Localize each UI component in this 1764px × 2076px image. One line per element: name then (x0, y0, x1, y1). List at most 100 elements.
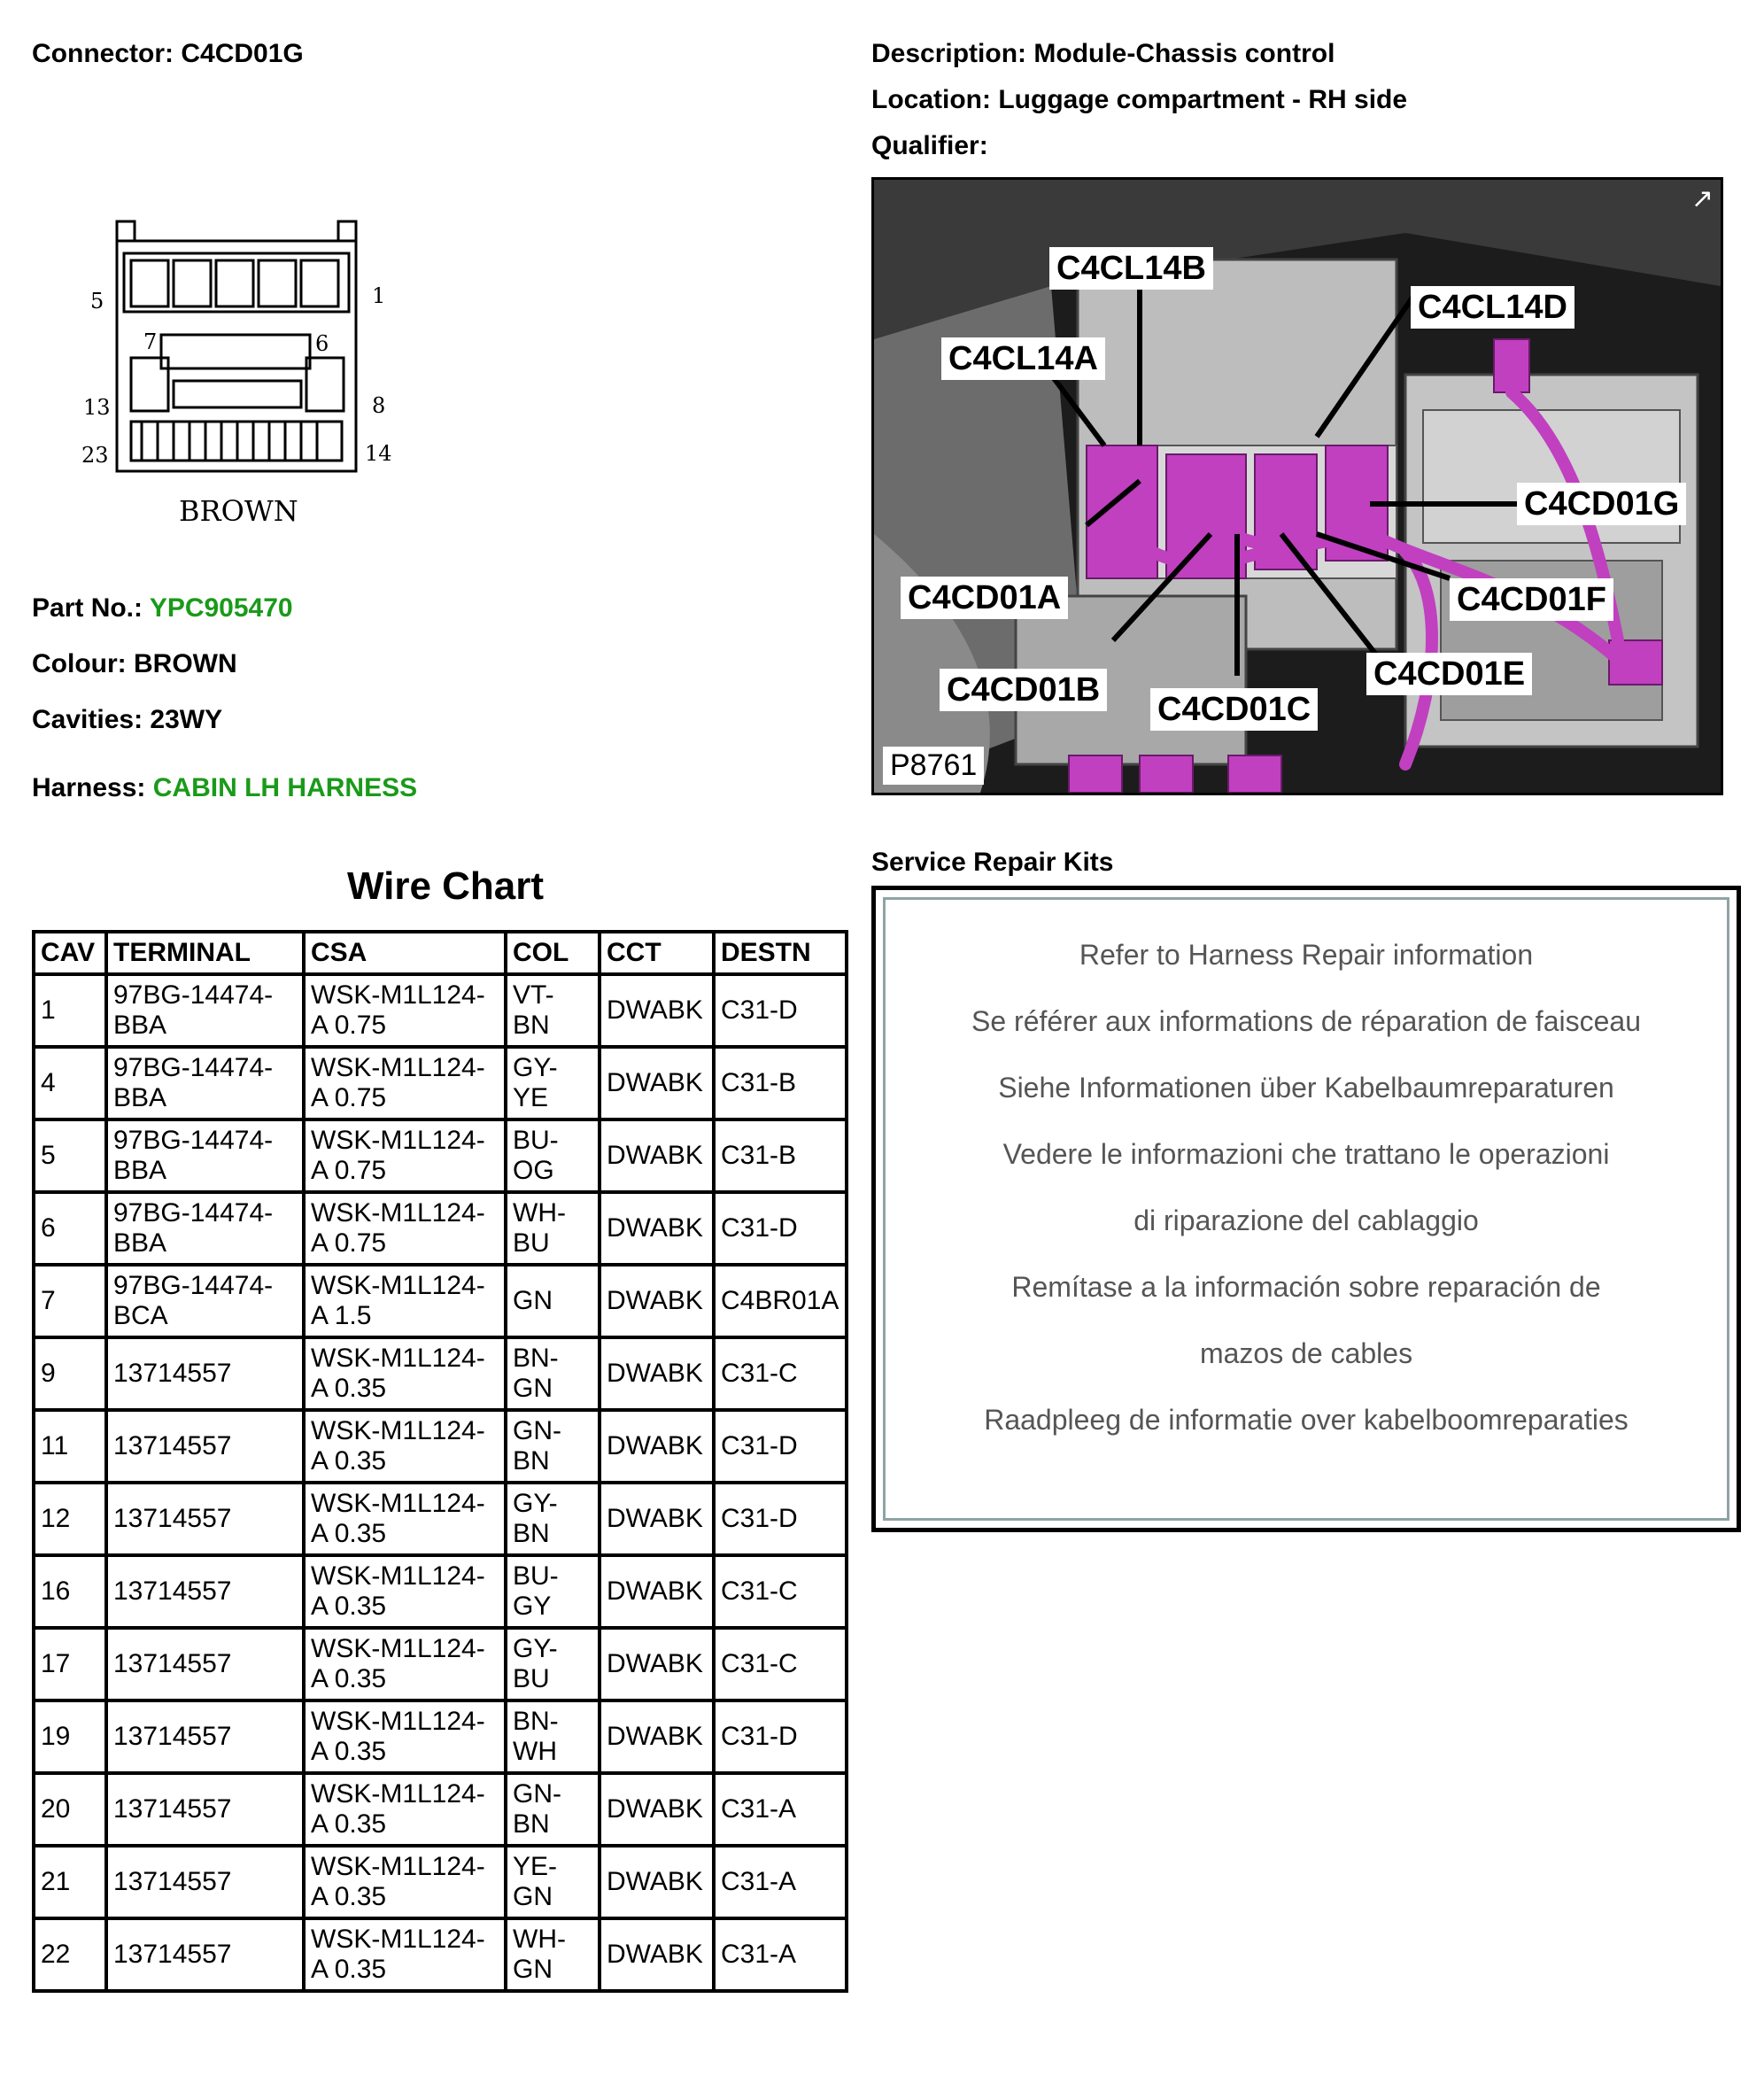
pin-label-6: 6 (315, 331, 329, 356)
cell-cct: DWABK (598, 1263, 716, 1339)
cell-col: WH- GN (504, 1917, 601, 1993)
repair-line-es-1: Remítase a la información sobre reparaci… (1011, 1271, 1601, 1303)
header-cct: CCT (598, 930, 716, 976)
callout-c4cd01e: C4CD01E (1366, 653, 1533, 695)
cell-csa: WSK-M1L124- A 0.75 (302, 1190, 507, 1267)
cell-terminal: 13714557 (104, 1917, 306, 1993)
repair-line-fr: Se référer aux informations de réparatio… (971, 1005, 1641, 1037)
header-cav: CAV (32, 930, 108, 976)
cell-destn: C31-C (712, 1553, 848, 1630)
cell-destn: C31-D (712, 1190, 848, 1267)
cell-cct: DWABK (598, 1626, 716, 1702)
cell-terminal: 13714557 (104, 1336, 306, 1412)
cell-cav: 9 (32, 1336, 108, 1412)
repair-line-de: Siehe Informationen über Kabelbaumrepara… (998, 1072, 1614, 1104)
cell-col: GY- BU (504, 1626, 601, 1702)
photo-id-label: P8761 (883, 747, 985, 785)
header-csa: CSA (302, 930, 507, 976)
cell-destn: C31-B (712, 1118, 848, 1194)
cell-cav: 4 (32, 1045, 108, 1121)
cell-cct: DWABK (598, 1336, 716, 1412)
cell-cct: DWABK (598, 1481, 716, 1557)
part-number-row: Part No.: YPC905470 (32, 593, 293, 624)
repair-line-it-2: di riparazione del cablaggio (1133, 1205, 1479, 1236)
cell-terminal: 13714557 (104, 1771, 306, 1847)
cell-cct: DWABK (598, 1844, 716, 1920)
cell-col: GN (504, 1263, 601, 1339)
callout-c4cd01f: C4CD01F (1450, 578, 1613, 621)
wire-chart-title: Wire Chart (346, 864, 545, 908)
connector-label: Connector: (32, 39, 174, 68)
cell-cav: 1 (32, 972, 108, 1049)
cell-destn: C31-A (712, 1844, 848, 1920)
colour-label: Colour: (32, 649, 127, 678)
cell-col: BU- OG (504, 1118, 601, 1194)
cell-cct: DWABK (598, 1408, 716, 1484)
cell-col: GY- BN (504, 1481, 601, 1557)
cell-col: VT- BN (504, 972, 601, 1049)
cell-destn: C31-D (712, 1408, 848, 1484)
cell-destn: C31-C (712, 1336, 848, 1412)
cell-col: WH- BU (504, 1190, 601, 1267)
cell-cav: 16 (32, 1553, 108, 1630)
cell-destn: C31-A (712, 1771, 848, 1847)
service-repair-kits-inner: Refer to Harness Repair information Se r… (883, 897, 1729, 1521)
pin-label-1: 1 (372, 283, 386, 308)
cell-cav: 11 (32, 1408, 108, 1484)
cell-csa: WSK-M1L124- A 0.35 (302, 1553, 507, 1630)
description-value: Module-Chassis control (1033, 39, 1335, 68)
cell-terminal: 13714557 (104, 1553, 306, 1630)
cell-terminal: 97BG-14474- BBA (104, 972, 306, 1049)
cell-terminal: 97BG-14474- BCA (104, 1263, 306, 1339)
cell-csa: WSK-M1L124- A 1.5 (302, 1263, 507, 1339)
cell-terminal: 13714557 (104, 1626, 306, 1702)
cell-csa: WSK-M1L124- A 0.35 (302, 1771, 507, 1847)
harness-row: Harness: CABIN LH HARNESS (32, 773, 417, 803)
callout-c4cd01g: C4CD01G (1517, 483, 1687, 525)
cell-csa: WSK-M1L124- A 0.75 (302, 972, 507, 1049)
connector-face-diagram: 5 1 7 6 13 8 23 14 BROWN (80, 213, 416, 540)
description-heading: Description: Module-Chassis control (871, 39, 1335, 69)
cell-cav: 5 (32, 1118, 108, 1194)
cell-cav: 22 (32, 1917, 108, 1993)
part-number-label: Part No.: (32, 593, 143, 623)
cell-terminal: 97BG-14474- BBA (104, 1190, 306, 1267)
cavities-label: Cavities: (32, 705, 143, 734)
cell-cav: 7 (32, 1263, 108, 1339)
repair-line-nl: Raadpleeg de informatie over kabelboomre… (984, 1404, 1629, 1436)
qualifier-heading: Qualifier: (871, 131, 988, 161)
callout-c4cl14b: C4CL14B (1049, 247, 1213, 290)
cell-terminal: 97BG-14474- BBA (104, 1118, 306, 1194)
callout-c4cl14d: C4CL14D (1411, 286, 1574, 329)
harness-link[interactable]: CABIN LH HARNESS (152, 773, 418, 802)
repair-line-en: Refer to Harness Repair information (1079, 939, 1534, 971)
cell-col: GY- YE (504, 1045, 601, 1121)
expand-icon[interactable]: ↗ (1690, 184, 1714, 213)
header-terminal: TERMINAL (104, 930, 306, 976)
service-repair-kits-title: Service Repair Kits (871, 848, 1114, 877)
cell-cct: DWABK (598, 1553, 716, 1630)
part-number-link[interactable]: YPC905470 (149, 593, 293, 623)
cell-cct: DWABK (598, 972, 716, 1049)
harness-label: Harness: (32, 773, 146, 802)
qualifier-label: Qualifier: (871, 131, 988, 160)
callout-c4cl14a: C4CL14A (941, 337, 1105, 380)
cell-csa: WSK-M1L124- A 0.35 (302, 1844, 507, 1920)
cell-cav: 17 (32, 1626, 108, 1702)
header-destn: DESTN (712, 930, 848, 976)
connector-colour-caption: BROWN (179, 494, 298, 528)
pin-label-23: 23 (81, 443, 109, 468)
cell-csa: WSK-M1L124- A 0.35 (302, 1917, 507, 1993)
